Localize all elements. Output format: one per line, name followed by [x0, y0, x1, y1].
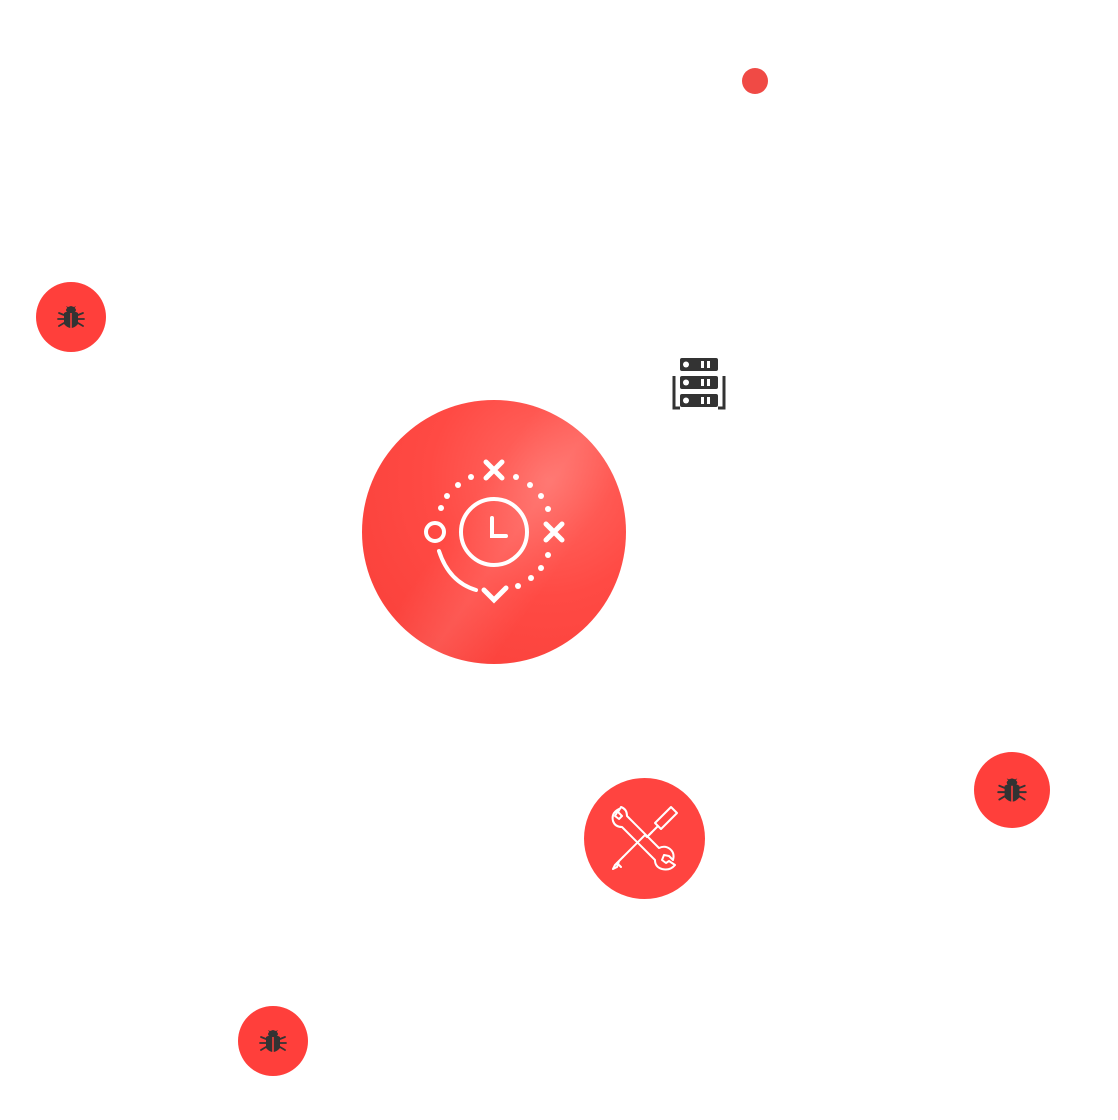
bug-badge-left: [36, 282, 106, 352]
wrench-screwdriver-icon: [611, 805, 678, 870]
bug-badge-right: [974, 752, 1050, 828]
server-rack-icon: [668, 354, 730, 416]
bug-icon: [259, 1030, 287, 1052]
bug-icon: [997, 778, 1027, 802]
bug-badge-bottom: [238, 1006, 308, 1076]
bug-icon: [57, 306, 85, 328]
tools-badge: [584, 778, 705, 899]
clock-cycle-icon: [424, 459, 565, 604]
hero-badge: [362, 400, 626, 664]
red-dot: [742, 68, 768, 94]
